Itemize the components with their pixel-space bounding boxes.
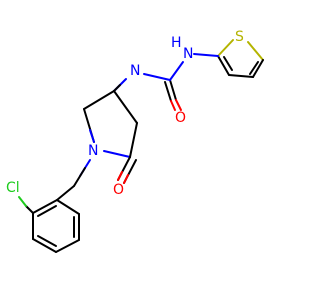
atom-n-urea-thio: N bbox=[183, 46, 193, 62]
bond-co-o bbox=[169, 79, 177, 101]
bond-c5-n1-blue bbox=[89, 129, 95, 143]
bond-ar2-cl bbox=[25, 205, 34, 214]
bond-c2-s bbox=[217, 39, 234, 57]
bond-c3-c2 bbox=[217, 55, 230, 76]
bond-c5-c4-double bbox=[249, 61, 259, 75]
atom-s: S bbox=[235, 29, 244, 45]
bond-nh-c4-black bbox=[113, 84, 121, 92]
bond-n1-c2 bbox=[103, 150, 131, 158]
atom-n-lactam: N bbox=[88, 143, 98, 159]
bond-c2-o-red bbox=[117, 171, 123, 181]
bond-c3-c4 bbox=[113, 90, 138, 124]
bond-ar1-ar6 bbox=[56, 199, 80, 215]
atom-h: H bbox=[171, 35, 182, 51]
bond-c2-c3 bbox=[129, 122, 138, 158]
atom-cl: Cl bbox=[6, 180, 20, 196]
bond-ar2-cl-green bbox=[18, 196, 27, 207]
bond-co-o-red bbox=[175, 99, 182, 111]
bonds bbox=[18, 39, 264, 253]
bond-c4-c3 bbox=[228, 74, 254, 78]
bond-ar4-ar3 bbox=[32, 238, 57, 253]
bond-ar4-ar3-double bbox=[37, 235, 57, 247]
molecule-diagram: H N S N O N O Cl bbox=[6, 29, 264, 253]
bond-n1-ch2-black bbox=[73, 167, 86, 187]
bond-ar2-ar1-double bbox=[37, 205, 57, 217]
bond-c2-o-double-red bbox=[123, 174, 129, 184]
bond-ch2-ar bbox=[56, 185, 75, 201]
bond-c2-nh bbox=[193, 53, 219, 57]
atom-n-urea-ring: N bbox=[130, 63, 140, 79]
bond-c4-c5 bbox=[83, 90, 115, 110]
atom-o-lactam: O bbox=[113, 182, 124, 198]
atom-labels: H N S N O N O Cl bbox=[6, 29, 244, 198]
bond-ar5-ar4 bbox=[55, 239, 80, 253]
bond-ar2-ar1 bbox=[32, 199, 58, 214]
bond-c5-c4 bbox=[252, 59, 264, 78]
bond-s-c5 bbox=[247, 41, 264, 61]
structure-canvas: H N S N O N O Cl bbox=[6, 29, 264, 253]
bond-co-o-double-red bbox=[170, 100, 176, 111]
bond-co-o-double bbox=[164, 81, 172, 102]
bond-c3-c2-double bbox=[223, 56, 233, 71]
bond-nh-co bbox=[169, 61, 184, 81]
atom-o-urea: O bbox=[175, 110, 186, 126]
bond-co-nring bbox=[143, 73, 171, 81]
